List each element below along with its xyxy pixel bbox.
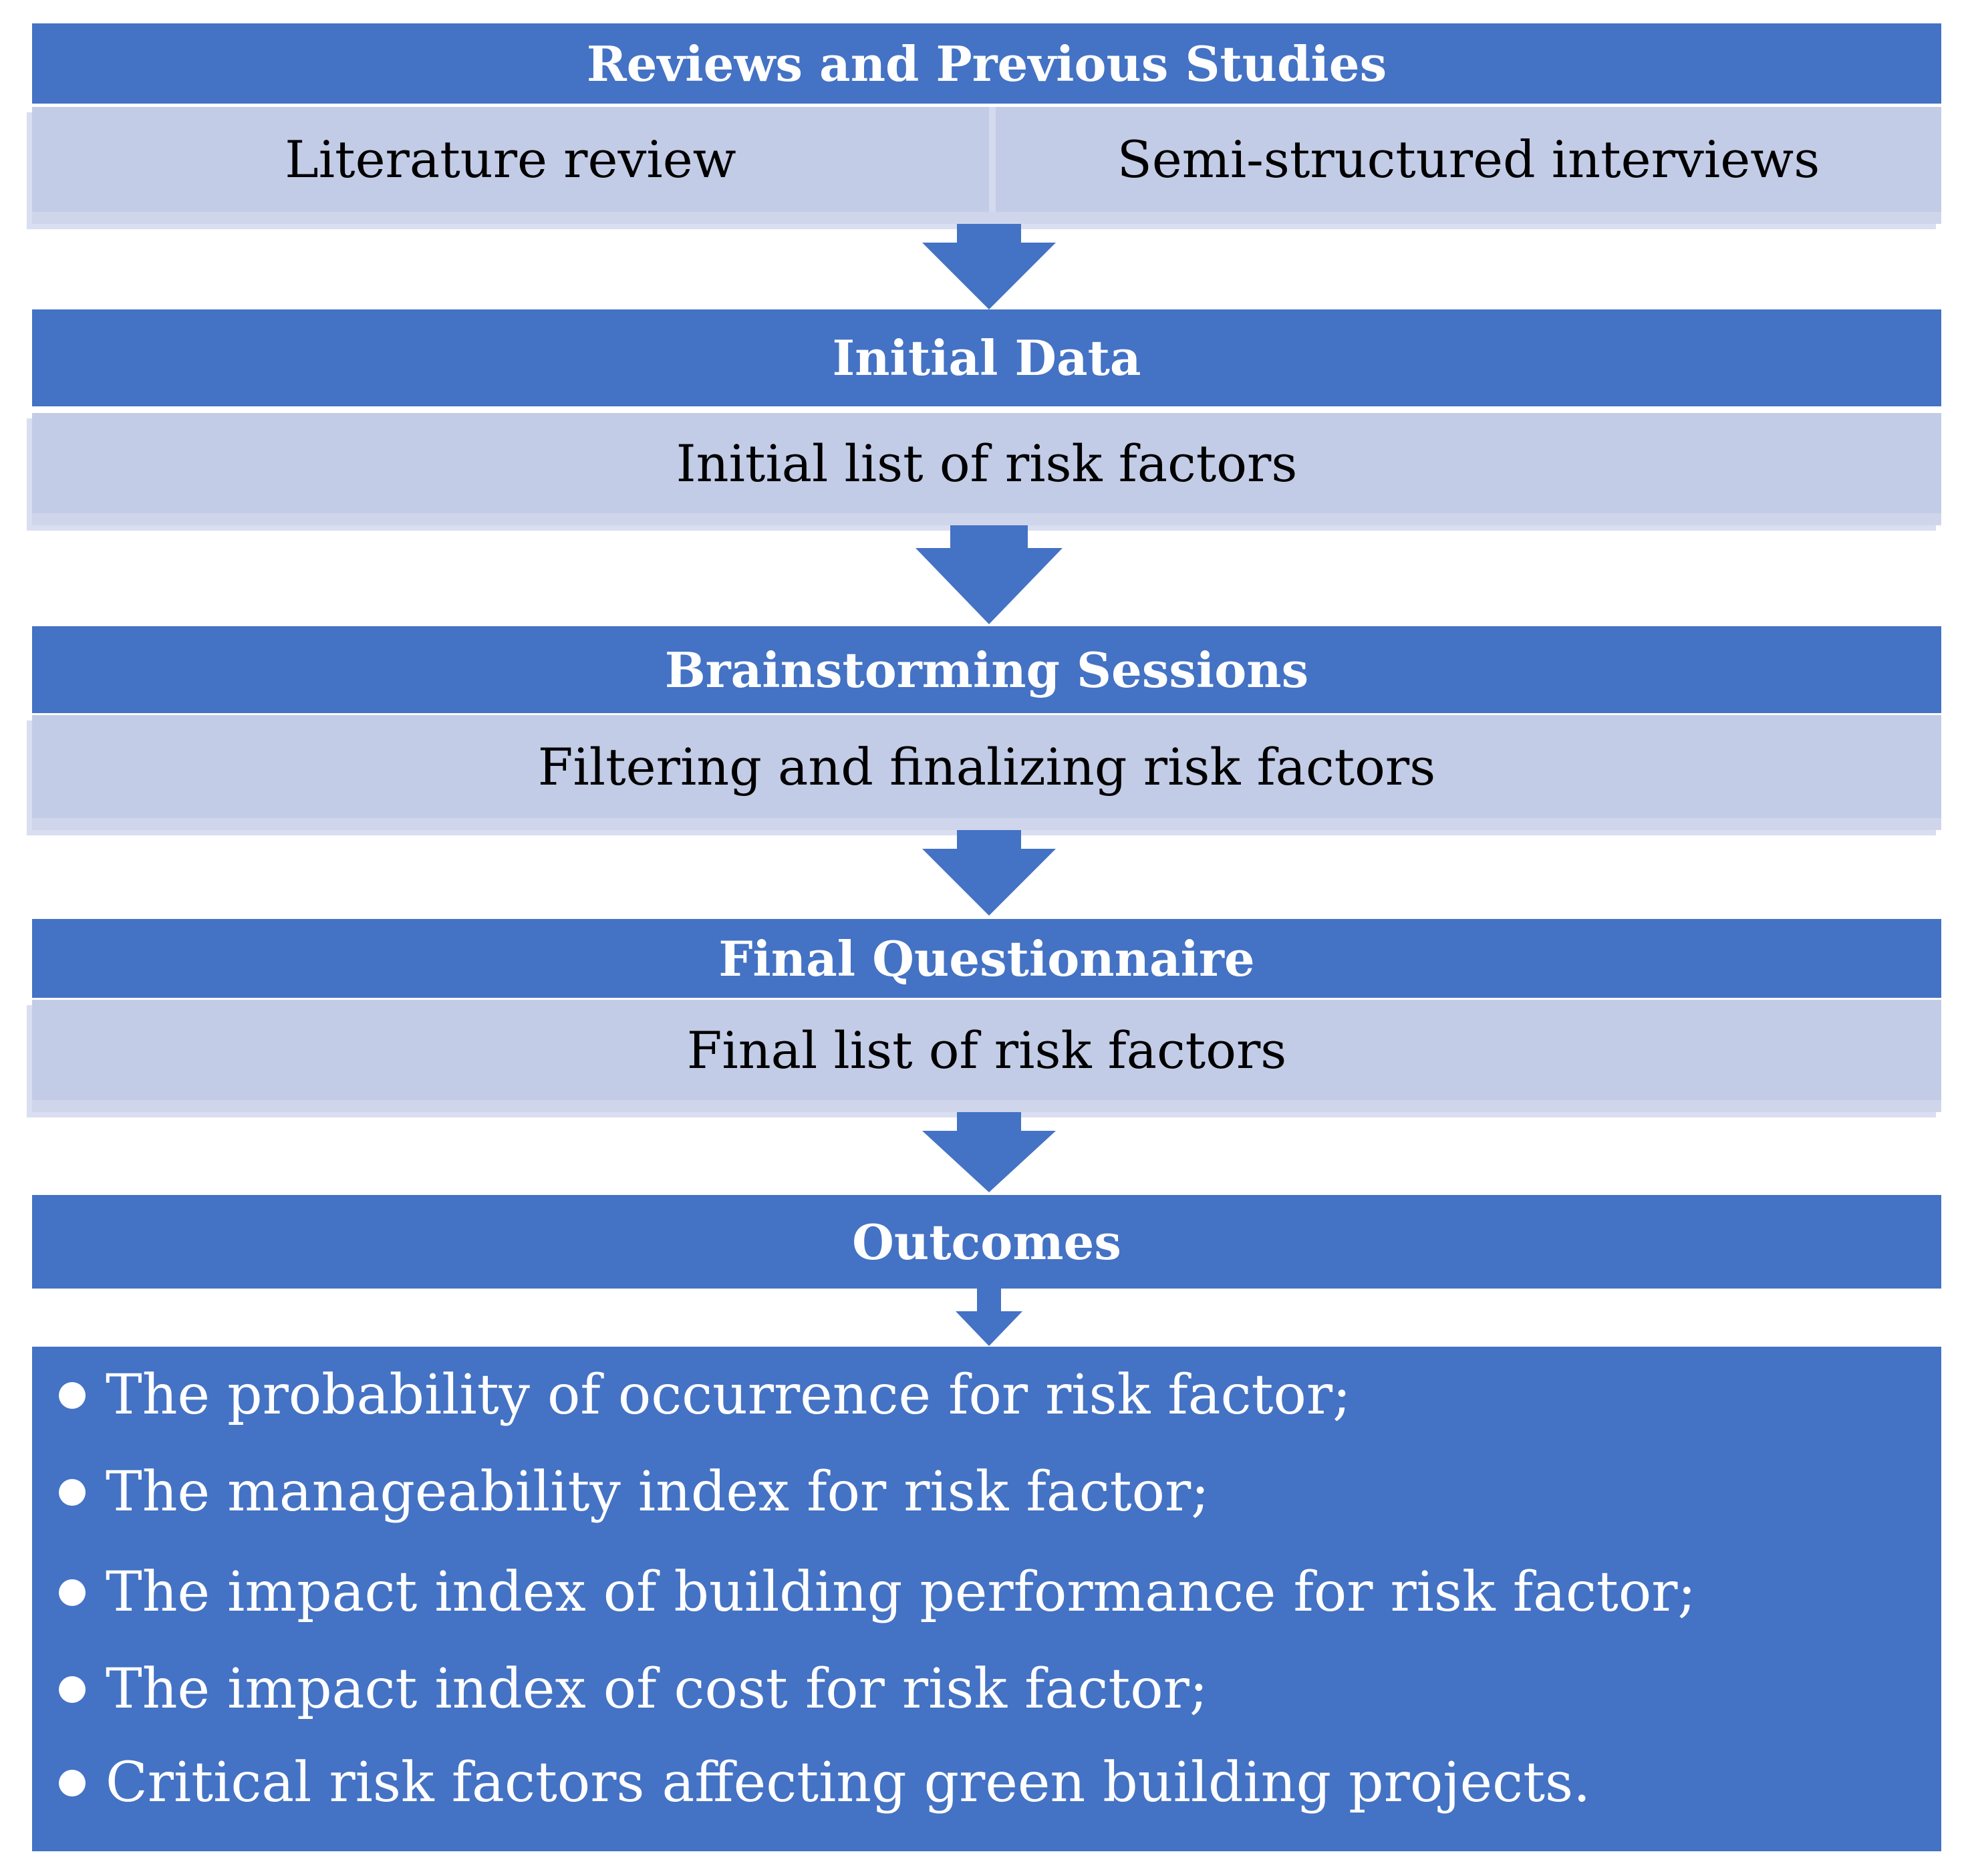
step-4-header: Final Questionnaire xyxy=(32,919,1941,998)
step-5-title: Outcomes xyxy=(852,1213,1121,1270)
down-arrow-icon xyxy=(922,1112,1056,1192)
down-arrow-icon xyxy=(922,224,1056,309)
step-1-header: Reviews and Previous Studies xyxy=(32,23,1941,104)
step-3-header: Brainstorming Sessions xyxy=(32,626,1941,713)
bullet-icon xyxy=(59,1579,86,1606)
step-1-title: Reviews and Previous Studies xyxy=(586,35,1387,92)
step-3-subbox: Filtering and finalizing risk factors xyxy=(32,715,1941,830)
step-2-item: Initial list of risk factors xyxy=(676,433,1298,493)
down-arrow-icon xyxy=(922,830,1056,916)
down-arrow-icon xyxy=(916,525,1063,624)
outcome-text: The manageability index for risk factor; xyxy=(106,1460,1210,1524)
step-5-header: Outcomes xyxy=(32,1195,1941,1289)
outcomes-list: The probability of occurrence for risk f… xyxy=(32,1347,1941,1851)
step-4-title: Final Questionnaire xyxy=(718,930,1255,987)
outcome-text: Critical risk factors affecting green bu… xyxy=(106,1751,1591,1815)
step-4-subbox: Final list of risk factors xyxy=(32,1000,1941,1112)
step-3-item: Filtering and finalizing risk factors xyxy=(537,736,1436,797)
list-item: The impact index of cost for risk factor… xyxy=(59,1657,1208,1721)
subbox-divider xyxy=(989,107,996,212)
step-2-subbox: Initial list of risk factors xyxy=(32,413,1941,525)
bullet-icon xyxy=(59,1676,86,1703)
down-arrow-icon xyxy=(956,1289,1022,1346)
step-2-title: Initial Data xyxy=(832,329,1141,386)
list-item: Critical risk factors affecting green bu… xyxy=(59,1751,1590,1815)
interviews-label: Semi-structured interviews xyxy=(1117,130,1820,189)
literature-review-label: Literature review xyxy=(285,130,736,189)
interviews-cell: Semi-structured interviews xyxy=(996,107,1941,212)
outcome-text: The impact index of cost for risk factor… xyxy=(106,1657,1208,1721)
bullet-icon xyxy=(59,1769,86,1796)
bullet-icon xyxy=(59,1478,86,1506)
outcome-text: The probability of occurrence for risk f… xyxy=(106,1363,1351,1427)
bullet-icon xyxy=(59,1381,86,1409)
list-item: The probability of occurrence for risk f… xyxy=(59,1363,1351,1427)
list-item: The impact index of building performance… xyxy=(59,1561,1696,1624)
step-4-item: Final list of risk factors xyxy=(686,1020,1287,1080)
outcome-text: The impact index of building performance… xyxy=(106,1561,1697,1624)
step-1-subbox: Literature review Semi-structured interv… xyxy=(32,107,1941,224)
list-item: The manageability index for risk factor; xyxy=(59,1460,1210,1524)
step-3-title: Brainstorming Sessions xyxy=(664,641,1309,698)
step-2-header: Initial Data xyxy=(32,309,1941,406)
literature-review-cell: Literature review xyxy=(32,107,989,212)
